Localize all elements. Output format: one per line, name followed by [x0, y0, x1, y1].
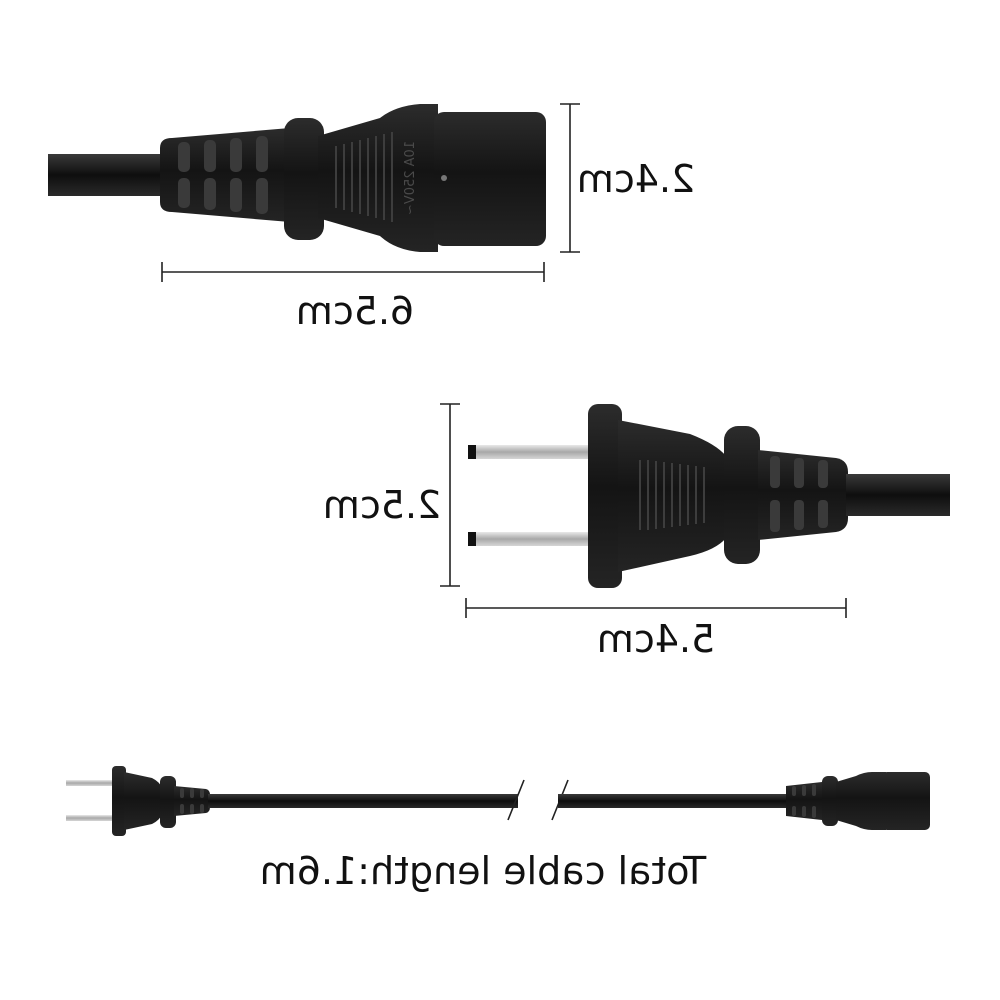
overview-connector-head	[882, 772, 930, 830]
connector-height-label: 2.4cm	[577, 157, 695, 201]
overview-cable-right	[558, 794, 790, 808]
plug-cable	[846, 474, 950, 516]
connector-closeup: 10A 250V~	[48, 104, 546, 252]
connector-socket-head	[434, 112, 546, 246]
plug-body-ribs	[639, 460, 705, 530]
dimension-connector-length	[161, 262, 545, 282]
cable-break-mark-left	[507, 779, 525, 821]
connector-collar	[284, 118, 324, 240]
plug-prong-top	[470, 445, 592, 459]
connector-length-label: 6.5cm	[296, 289, 414, 333]
connector-body-ribs	[335, 132, 393, 222]
plug-grip-notches	[770, 456, 828, 532]
plug-collar	[724, 426, 760, 564]
overview-plug-prong-bottom	[66, 815, 114, 821]
overview-cable-left	[208, 794, 518, 808]
total-length-label: Total cable length:1.6m	[260, 849, 708, 893]
plug-height-label: 2.5cm	[323, 483, 441, 527]
plug-length-label: 5.4cm	[597, 617, 715, 661]
connector-indicator-dot	[441, 175, 447, 181]
dimension-connector-height	[560, 103, 580, 253]
cable-overview	[66, 766, 930, 836]
connector-grip-notches	[178, 136, 268, 214]
connector-marking: 10A 250V~	[403, 141, 418, 215]
plug-prong-bottom	[470, 532, 592, 546]
dimension-plug-height	[440, 403, 460, 587]
connector-body	[318, 104, 438, 252]
plug-face	[588, 404, 622, 588]
dimension-plug-length	[465, 598, 847, 618]
connector-cable	[48, 154, 166, 196]
plug-closeup	[468, 404, 950, 588]
overview-plug-prong-top	[66, 780, 114, 786]
connector-strain-relief	[160, 128, 290, 222]
